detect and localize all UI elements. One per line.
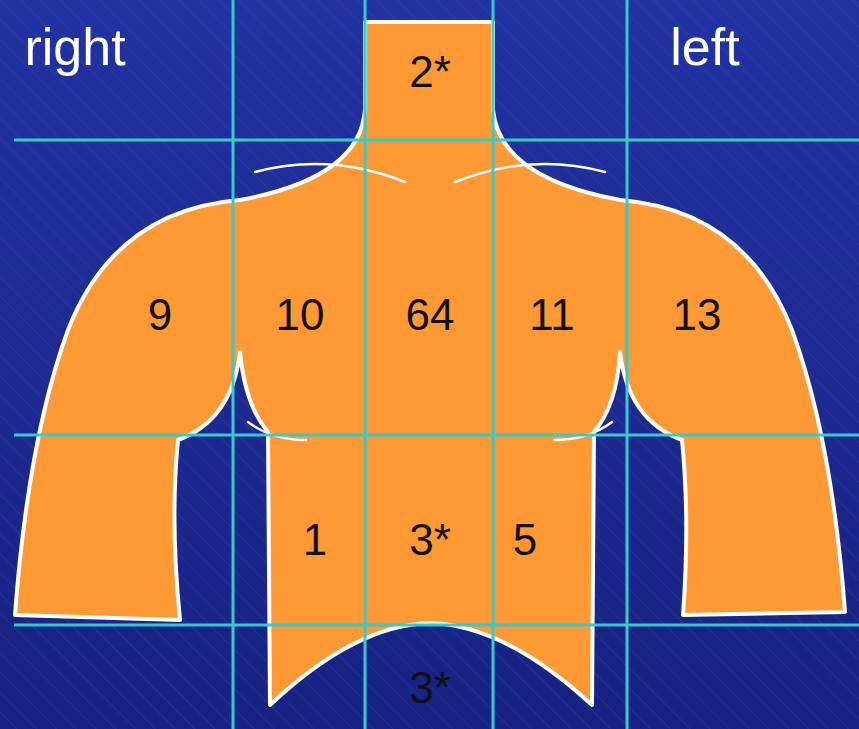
callout-number: 2* [409, 50, 451, 94]
body-contours [248, 164, 612, 440]
side-label: right [24, 21, 125, 73]
torso-outline [15, 22, 845, 705]
callout-number: 5 [513, 518, 537, 562]
callout-number: 1 [303, 518, 327, 562]
callout-number: 11 [529, 293, 575, 337]
callout-number: 3* [409, 666, 451, 710]
side-label: left [670, 21, 739, 73]
callout-number: 64 [406, 293, 455, 337]
grid-lines [14, 0, 859, 729]
callout-number: 13 [673, 293, 722, 337]
callout-number: 10 [276, 293, 325, 337]
callout-number: 9 [148, 293, 172, 337]
callout-number: 3* [409, 518, 451, 562]
